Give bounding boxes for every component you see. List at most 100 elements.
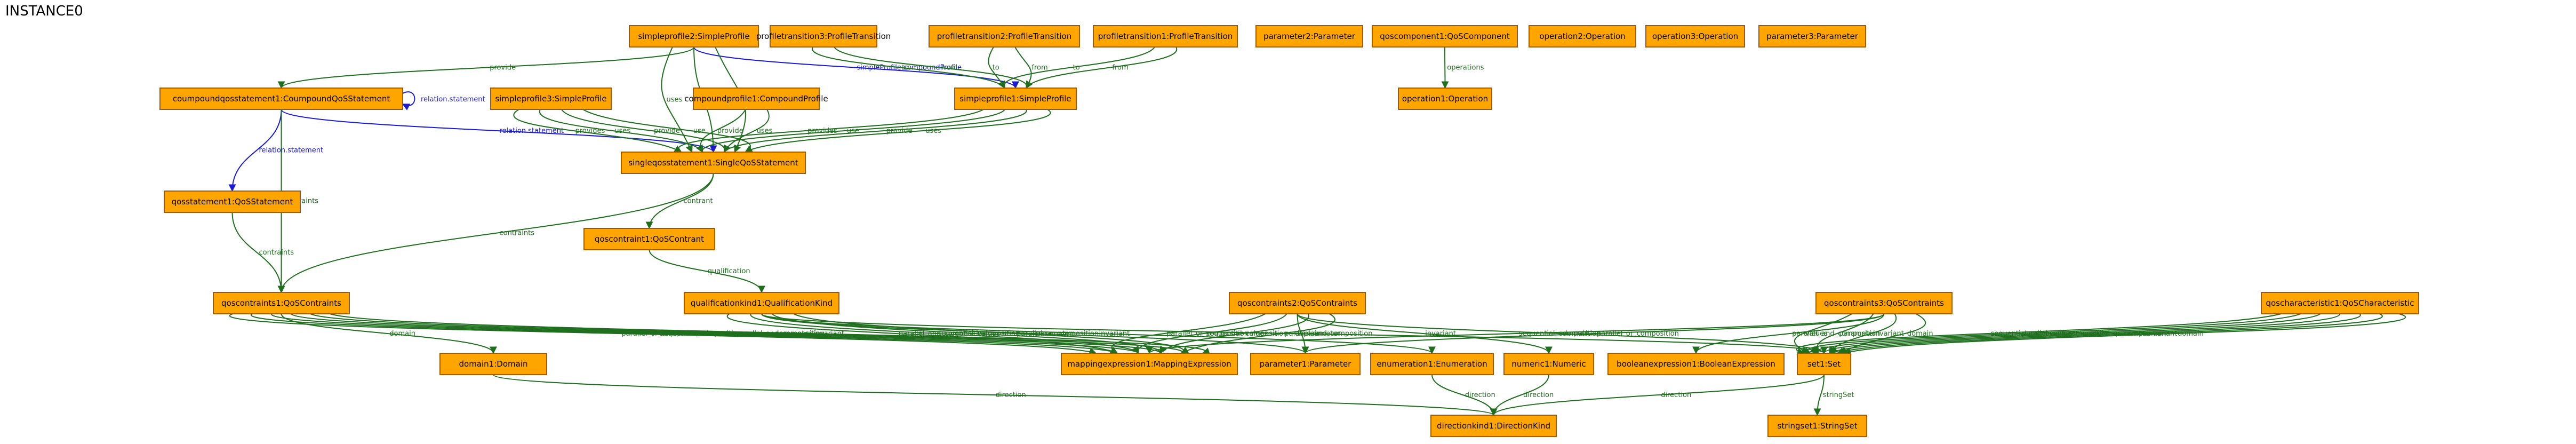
edge-line [649, 249, 765, 294]
edge-operations: operations [1441, 46, 1484, 89]
node-qoscontraint1[interactable]: qoscontraint1:QoSContrant [583, 228, 715, 250]
edge-stringset: stringSet [1813, 374, 1854, 416]
node-box [954, 88, 1077, 110]
edge-domain: domain [1843, 313, 2406, 355]
edge-uses: uses [661, 46, 693, 153]
node-singleqosstatement1[interactable]: singleqosstatement1:SingleQoSStatement [621, 152, 806, 174]
node-directionkind1[interactable]: directionkind1:DirectionKind [1430, 415, 1557, 437]
node-box [1503, 353, 1594, 375]
node-numeric1[interactable]: numeric1:Numeric [1503, 353, 1594, 375]
node-box [621, 152, 806, 174]
node-mappingexpression1[interactable]: mappingexpression1:MappingExpression [1061, 353, 1238, 375]
node-qoscharacteristic1[interactable]: qoscharacteristic1:QoSCharacteristic [2261, 292, 2419, 314]
node-stringset1[interactable]: stringset1:StringSet [1767, 415, 1867, 437]
node-compoundprofile1[interactable]: compoundprofile1:CompoundProfile [684, 88, 828, 110]
edge-line [812, 46, 1005, 89]
edge-line [723, 109, 1027, 153]
edge-line [745, 109, 1051, 153]
edge-line [539, 109, 703, 153]
node-set1[interactable]: set1:Set [1797, 353, 1851, 375]
node-qoscontraints3[interactable]: qoscontraints3:QoSContraints [1815, 292, 1953, 314]
edge-line [661, 46, 693, 153]
edge-label: from [1031, 64, 1047, 72]
node-label: qoscontraints1:QoSContraints [221, 298, 341, 308]
node-operation1[interactable]: operation1:Operation [1398, 88, 1492, 110]
node-box [1767, 415, 1867, 437]
node-label: qoscontraints3:QoSContraints [1824, 298, 1944, 308]
edge-label: provide [490, 64, 516, 72]
edge-label: invariant [813, 330, 844, 338]
edge-label: uses [667, 96, 683, 104]
node-operation2[interactable]: operation2:Operation [1529, 25, 1636, 47]
node-qoscontraints1[interactable]: qoscontraints1:QoSContraints [213, 292, 350, 314]
node-coumpoundqosstatement1[interactable]: coumpoundqosstatement1:CoumpoundQoSState… [159, 88, 403, 110]
edge-label: operations [1447, 64, 1484, 72]
node-qoscomponent1[interactable]: qoscomponent1:QoSComponent [1372, 25, 1518, 47]
edge-label: direction [1523, 391, 1554, 399]
node-label: set1:Set [1807, 359, 1841, 369]
node-label: qoscontraints2:QoSContraints [1237, 298, 1357, 308]
edge-line [1830, 313, 2361, 354]
edge-label: provides [807, 127, 837, 135]
node-box [1797, 353, 1851, 375]
edge-line [761, 313, 1436, 354]
node-simpleprofile1[interactable]: simpleprofile1:SimpleProfile [954, 88, 1077, 110]
node-box [1815, 292, 1953, 314]
node-simpleprofile3[interactable]: simpleprofile3:SimpleProfile [490, 88, 612, 110]
node-simpleprofile2[interactable]: simpleprofile2:SimpleProfile [629, 25, 759, 47]
edge-label: from [941, 64, 957, 72]
edge-line [582, 109, 753, 153]
node-box [583, 228, 715, 250]
node-label: parameter1:Parameter [1260, 359, 1352, 369]
node-label: qualificationkind1:QualificationKind [691, 298, 833, 308]
edge-line [1297, 313, 1828, 354]
edge-line [645, 173, 714, 229]
node-box [1758, 25, 1866, 47]
node-qoscontraints2[interactable]: qoscontraints2:QoSContraints [1229, 292, 1366, 314]
node-domain1[interactable]: domain1:Domain [439, 353, 547, 375]
edge-line [513, 109, 682, 153]
edge-line [998, 46, 1155, 89]
edge-line [1180, 313, 1335, 354]
node-box [2261, 292, 2419, 314]
edge-relation-statement: relation.statement [228, 109, 323, 192]
edge-label: direction [996, 391, 1026, 399]
edge-label: to [993, 64, 999, 72]
edge-line [231, 212, 285, 294]
node-label: directionkind1:DirectionKind [1437, 421, 1550, 431]
edge-line [674, 109, 984, 153]
edge-line [1146, 313, 1885, 354]
node-label: operation2:Operation [1539, 31, 1625, 41]
edge-line [1692, 313, 1885, 354]
node-profiletransition2[interactable]: profiletransition2:ProfileTransition [929, 25, 1080, 47]
node-profiletransition1[interactable]: profiletransition1:ProfileTransition [1093, 25, 1238, 47]
node-label: parameter2:Parameter [1263, 31, 1356, 41]
edge-line [761, 313, 1309, 354]
node-enumeration1[interactable]: enumeration1:Enumeration [1370, 353, 1494, 375]
node-box [164, 191, 301, 213]
edge-label: qualification [708, 267, 750, 275]
node-label: simpleprofile1:SimpleProfile [959, 94, 1071, 104]
node-box [629, 25, 759, 47]
node-booleanexpression1[interactable]: booleanexpression1:BooleanExpression [1607, 353, 1785, 375]
node-profiletransition3[interactable]: profiletransition3:ProfileTransition [756, 25, 891, 47]
edge-line [1810, 313, 2321, 354]
edge-contraints: contraints [277, 173, 714, 294]
edge-label: to [902, 64, 909, 72]
edge-line [1109, 313, 1266, 354]
node-qualificationkind1[interactable]: qualificationkind1:QualificationKind [684, 292, 839, 314]
node-operation3[interactable]: operation3:Operation [1645, 25, 1745, 47]
node-label: stringset1:StringSet [1778, 421, 1858, 431]
node-label: qoscontraint1:QoSContrant [595, 234, 704, 244]
node-parameter2[interactable]: parameter2:Parameter [1255, 25, 1363, 47]
node-box [1061, 353, 1238, 375]
edge-line [281, 313, 497, 354]
edge-label: parallel_or_composition [1597, 330, 1679, 338]
node-box [1370, 353, 1494, 375]
node-parameter3[interactable]: parameter3:Parameter [1758, 25, 1866, 47]
edge-label: contrant [684, 197, 713, 205]
node-parameter1[interactable]: parameter1:Parameter [1250, 353, 1361, 375]
node-qosstatement1[interactable]: qosstatement1:QoSStatement [164, 191, 301, 213]
edge-label: uses [614, 127, 630, 135]
edge-line [229, 313, 1097, 355]
